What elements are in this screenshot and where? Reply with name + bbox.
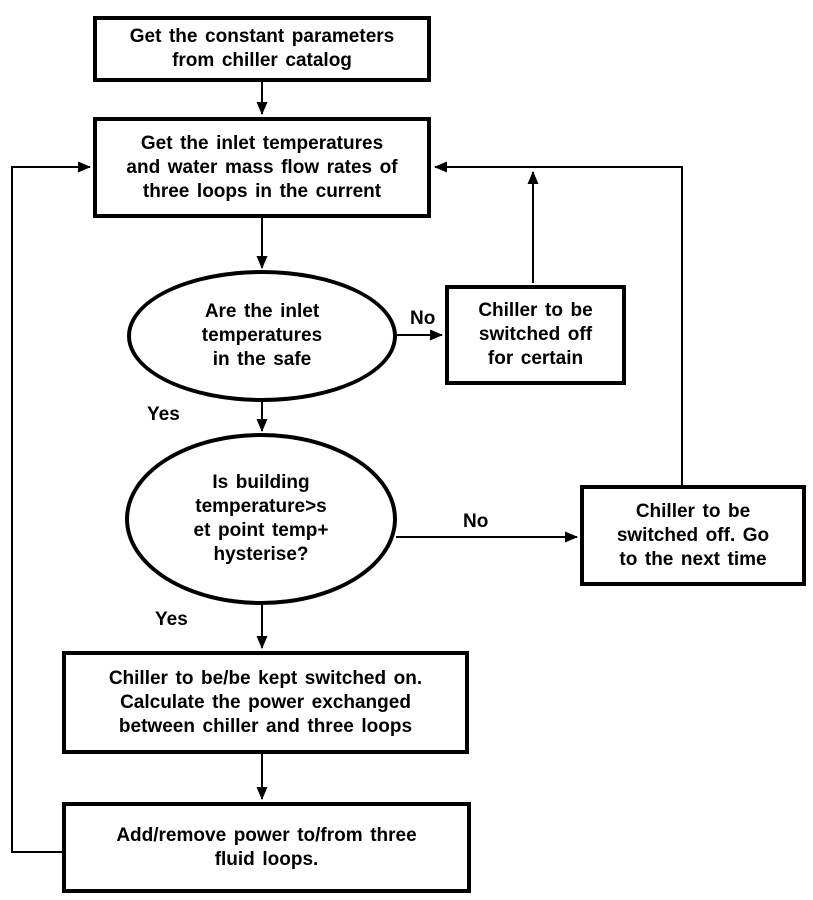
node-switch-off-next: Chiller to be switched off. Go to the ne…	[580, 485, 806, 586]
edge-label-no-inlet-safe: No	[410, 308, 436, 329]
node-inlet-temps: Get the inlet temperatures and water mas…	[93, 117, 431, 218]
node-switch-off-certain: Chiller to be switched off for certain	[445, 285, 626, 385]
edge-label-yes-inlet-safe: Yes	[147, 404, 180, 425]
node-inlet-safe-decision: Are the inlet temperatures in the safe	[127, 270, 397, 402]
edge-label-no-building-temp: No	[463, 511, 489, 532]
node-chiller-on-label: Chiller to be/be kept switched on. Calcu…	[108, 667, 423, 737]
node-chiller-on: Chiller to be/be kept switched on. Calcu…	[62, 651, 469, 754]
node-inlet-temps-label: Get the inlet temperatures and water mas…	[126, 132, 398, 202]
node-building-temp-label: Is building temperature>s et point temp+…	[193, 472, 329, 565]
node-add-remove-power: Add/remove power to/from three fluid loo…	[62, 802, 471, 893]
node-switch-off-certain-label: Chiller to be switched off for certain	[478, 300, 593, 369]
node-switch-off-next-label: Chiller to be switched off. Go to the ne…	[616, 500, 770, 570]
feedback-left-add-remove-to-inlet	[11, 161, 91, 853]
node-building-temp-decision: Is building temperature>s et point temp+…	[125, 433, 397, 605]
node-inlet-safe-label: Are the inlet temperatures in the safe	[201, 301, 323, 370]
node-constant-params-label: Get the constant parameters from chiller…	[129, 26, 395, 71]
node-constant-params: Get the constant parameters from chiller…	[93, 16, 431, 82]
edge-label-yes-building-temp: Yes	[155, 609, 188, 630]
feedback-right-switchoff-next-to-inlet	[434, 161, 683, 485]
node-add-remove-power-label: Add/remove power to/from three fluid loo…	[116, 824, 417, 870]
